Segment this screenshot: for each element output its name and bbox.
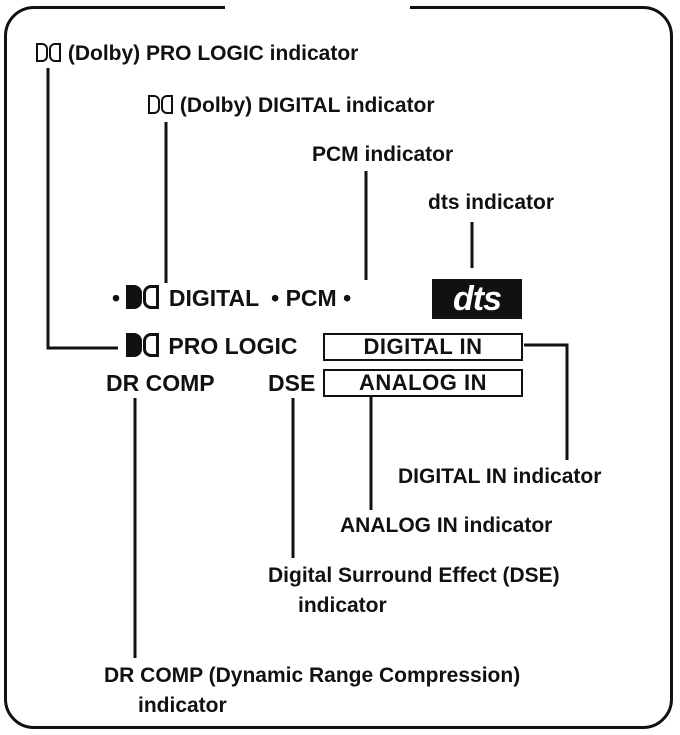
display-digital-in: DIGITAL IN: [323, 333, 523, 361]
label-dr-comp-line1: DR COMP (Dynamic Range Compression): [104, 664, 521, 687]
frame-gap: [225, 0, 410, 12]
display-dse: DSE: [268, 370, 316, 396]
dolby-double-d-icon: [126, 285, 160, 314]
dts-logo: dts: [432, 279, 522, 319]
display-digital: DIGITAL: [168, 285, 259, 311]
leader-pro-logic: [46, 68, 118, 350]
display-analog-in: ANALOG IN: [323, 369, 523, 397]
label-analog-in: ANALOG IN indicator: [340, 514, 553, 537]
bullet: •: [271, 285, 280, 311]
dolby-double-d-icon: [148, 95, 174, 120]
dolby-double-d-icon: [126, 333, 160, 362]
label-digital-in: DIGITAL IN indicator: [398, 465, 602, 488]
display-row-digital: • DIGITAL • PCM •: [112, 285, 351, 314]
leader-digital-in: [524, 343, 569, 460]
label-dolby-digital: (Dolby) DIGITAL indicator: [148, 94, 435, 120]
display-logic: LOGIC: [224, 333, 298, 359]
bullet: •: [112, 285, 121, 311]
label-dse-line2: indicator: [298, 594, 387, 617]
dolby-double-d-icon: [36, 43, 62, 68]
label-dr-comp-line2: indicator: [138, 694, 227, 717]
display-row-pro-logic: PRO LOGIC: [126, 333, 297, 362]
display-dr-comp: DR COMP: [106, 370, 215, 396]
label-dolby-pro-logic: (Dolby) PRO LOGIC indicator: [36, 42, 358, 68]
label-dse-line1: Digital Surround Effect (DSE): [268, 564, 560, 587]
display-pcm: PCM: [285, 285, 337, 311]
label-dts: dts indicator: [428, 191, 555, 214]
display-pro: PRO: [168, 333, 219, 359]
bullet: •: [343, 285, 352, 311]
label-pcm: PCM indicator: [312, 143, 454, 166]
